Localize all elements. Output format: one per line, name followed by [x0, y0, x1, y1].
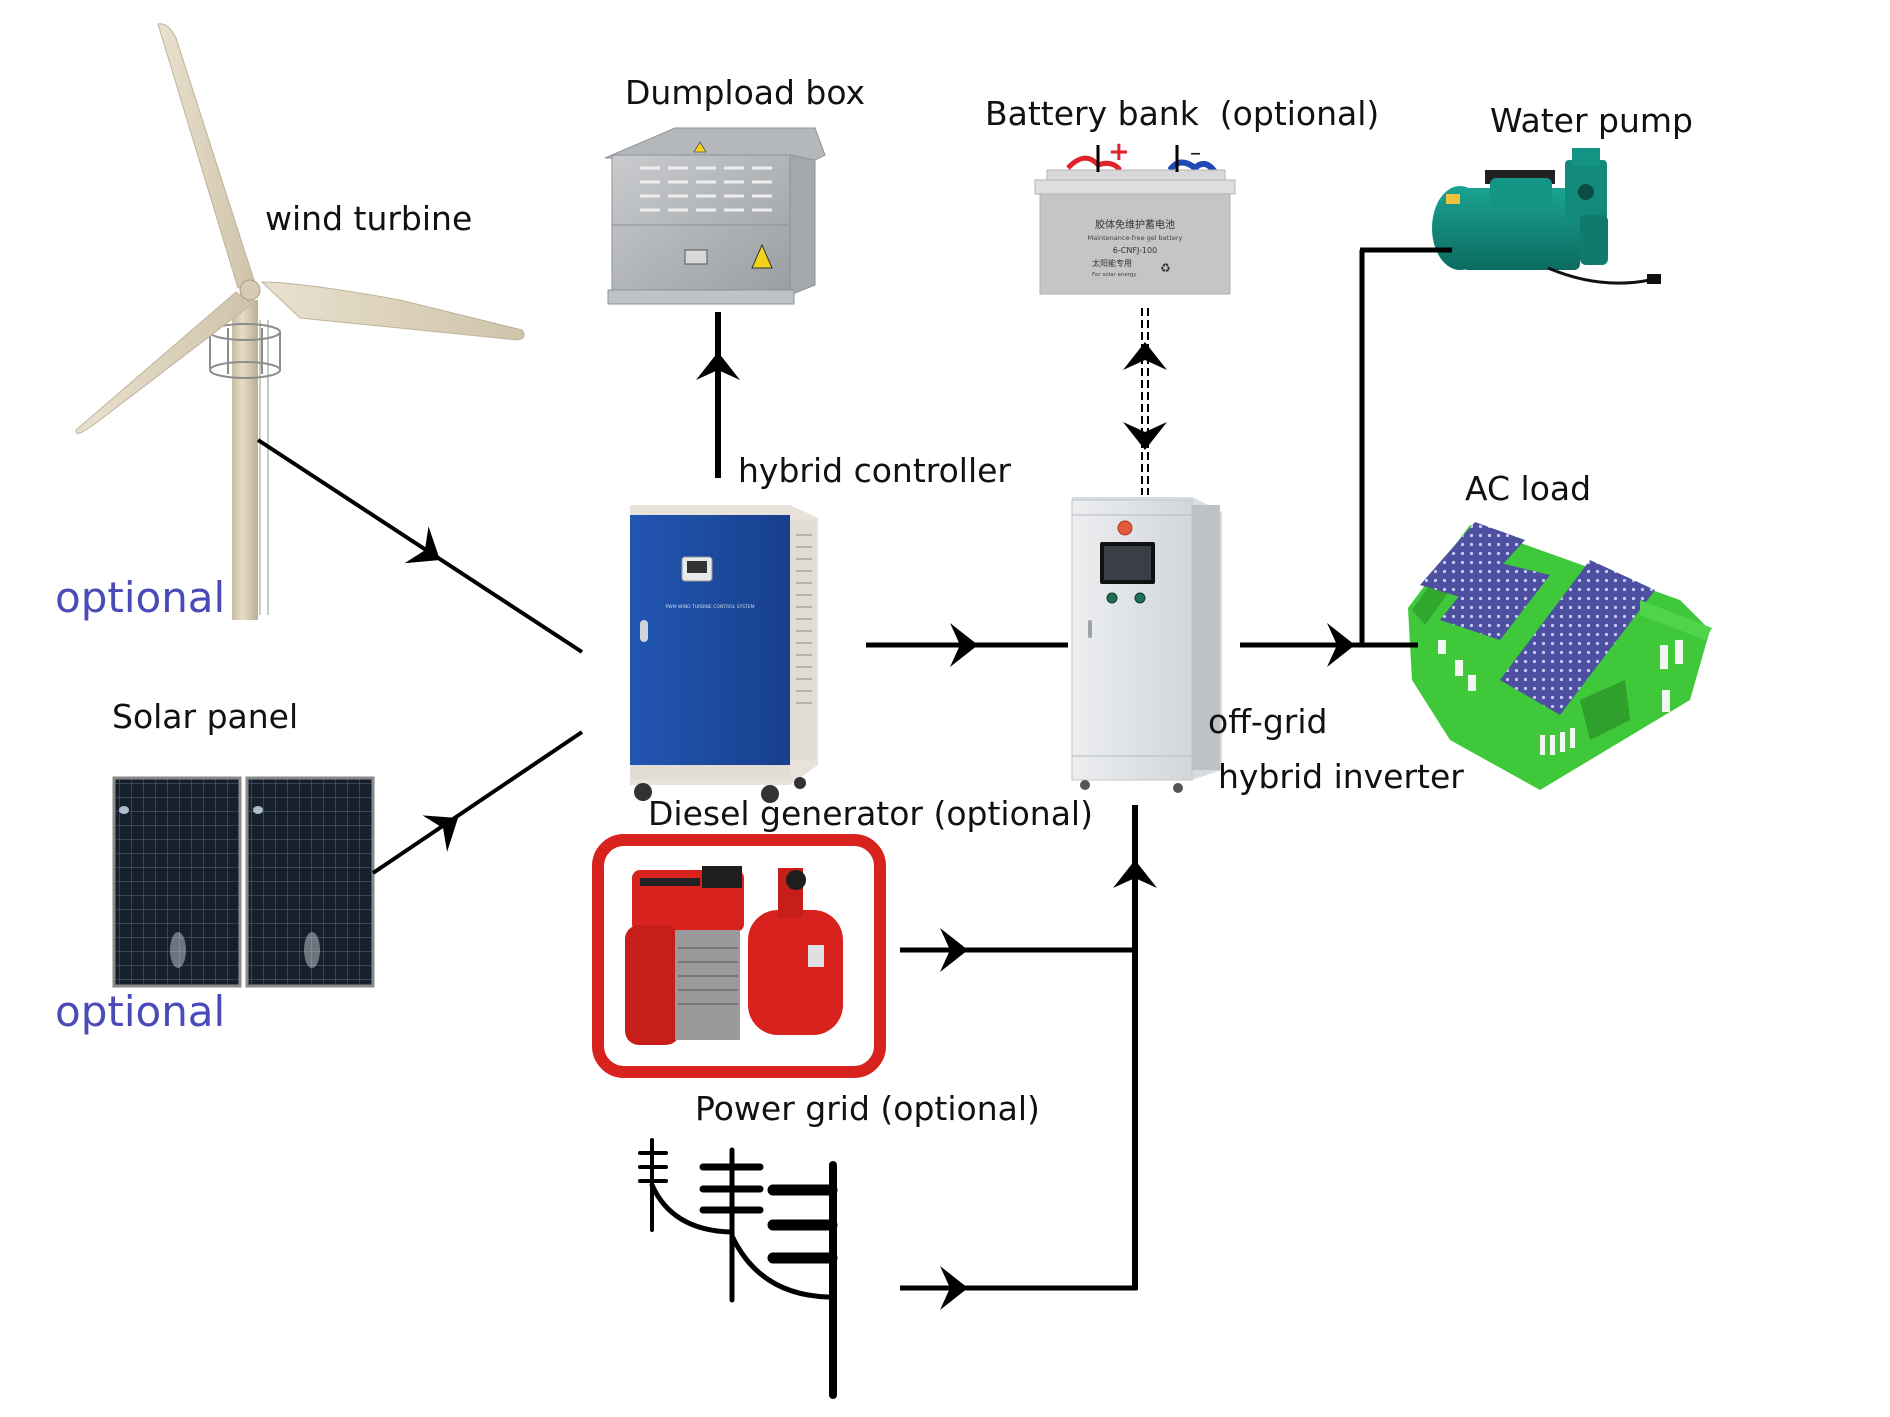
- ac-load-house-icon: [1408, 522, 1712, 790]
- warning-icon: [693, 141, 707, 153]
- battery-minus-sign: –: [1190, 141, 1201, 166]
- arrow-icon: [404, 526, 440, 564]
- water-pump-label: Water pump: [1490, 101, 1693, 140]
- wind-turbine-icon: [75, 23, 525, 620]
- arrow-up-icon: [1123, 342, 1167, 370]
- diesel-generator-label: Diesel generator (optional): [648, 794, 1093, 833]
- turbine-ladder: [259, 320, 269, 615]
- dumpload-box-label: Dumpload box: [625, 73, 865, 112]
- emergency-stop-icon: [1117, 520, 1133, 536]
- dumpload-box-icon: [604, 127, 826, 305]
- controller-vents: [796, 534, 812, 704]
- arrow-icon: [940, 1266, 968, 1310]
- connection-wires: [256, 247, 1452, 1310]
- power-grid-label: Power grid (optional): [695, 1089, 1040, 1128]
- wind-turbine-label: wind turbine: [265, 199, 472, 238]
- arrow-icon: [696, 352, 740, 380]
- battery-plus-sign: +: [1108, 137, 1130, 167]
- battery-bank-icon: + – 胶体免维护蓄电池 Maintenance-free gel batter…: [1034, 137, 1236, 295]
- arrow-icon: [940, 928, 968, 972]
- inverter-label-line2: hybrid inverter: [1218, 757, 1464, 796]
- battery-bank-label: Battery bank (optional): [985, 94, 1379, 133]
- water-pump-icon: [1432, 148, 1661, 285]
- inverter-touchscreen: [1104, 546, 1151, 580]
- diesel-generator-icon: [592, 834, 886, 1078]
- turbine-blade: [75, 291, 253, 434]
- warning-icon: [751, 243, 773, 269]
- wind-turbine-optional-tag: optional: [55, 573, 225, 622]
- turbine-blade: [157, 23, 255, 289]
- ac-load-label: AC load: [1465, 469, 1591, 508]
- turbine-tower: [232, 300, 258, 620]
- arrow-icon: [422, 815, 458, 852]
- engine-fins: [678, 947, 738, 1005]
- arrow-icon: [950, 623, 978, 667]
- controller-display: [687, 561, 707, 573]
- battery-text-cn: 胶体免维护蓄电池: [1095, 218, 1175, 231]
- battery-text-en2: For solar energy: [1092, 272, 1137, 278]
- turbine-blade: [260, 281, 525, 341]
- turbine-hub: [239, 279, 261, 301]
- battery-text-cn2: 太阳能专用: [1092, 258, 1132, 268]
- inverter-wheels: [1080, 780, 1183, 793]
- controller-wheels: [634, 777, 806, 803]
- wire-solar-to-controller: [371, 730, 584, 875]
- solar-panel-optional-tag: optional: [55, 987, 225, 1036]
- battery-model: 6-CNFJ-100: [1113, 246, 1157, 255]
- house-windows: [1438, 640, 1683, 755]
- recycle-icon: ♻: [1160, 261, 1171, 275]
- solar-panel-icon: [112, 776, 375, 988]
- hybrid-controller-icon: PWM WIND TURBINE CONTROL SYSTEM: [630, 505, 818, 803]
- dumpload-vents: [640, 166, 772, 212]
- solar-panel-label: Solar panel: [112, 697, 298, 736]
- inverter-label-line1: off-grid: [1208, 702, 1327, 741]
- arrow-icon: [1327, 623, 1355, 667]
- arrow-icon: [1113, 860, 1157, 888]
- arrow-down-icon: [1123, 422, 1167, 450]
- hybrid-controller-label: hybrid controller: [738, 451, 1011, 490]
- power-grid-icon: [638, 1138, 838, 1399]
- controller-panel-text: PWM WIND TURBINE CONTROL SYSTEM: [665, 604, 754, 610]
- battery-text-en: Maintenance-free gel battery: [1088, 234, 1183, 242]
- inverter-icon: [1071, 497, 1222, 793]
- wire-wind-to-controller: [256, 438, 584, 654]
